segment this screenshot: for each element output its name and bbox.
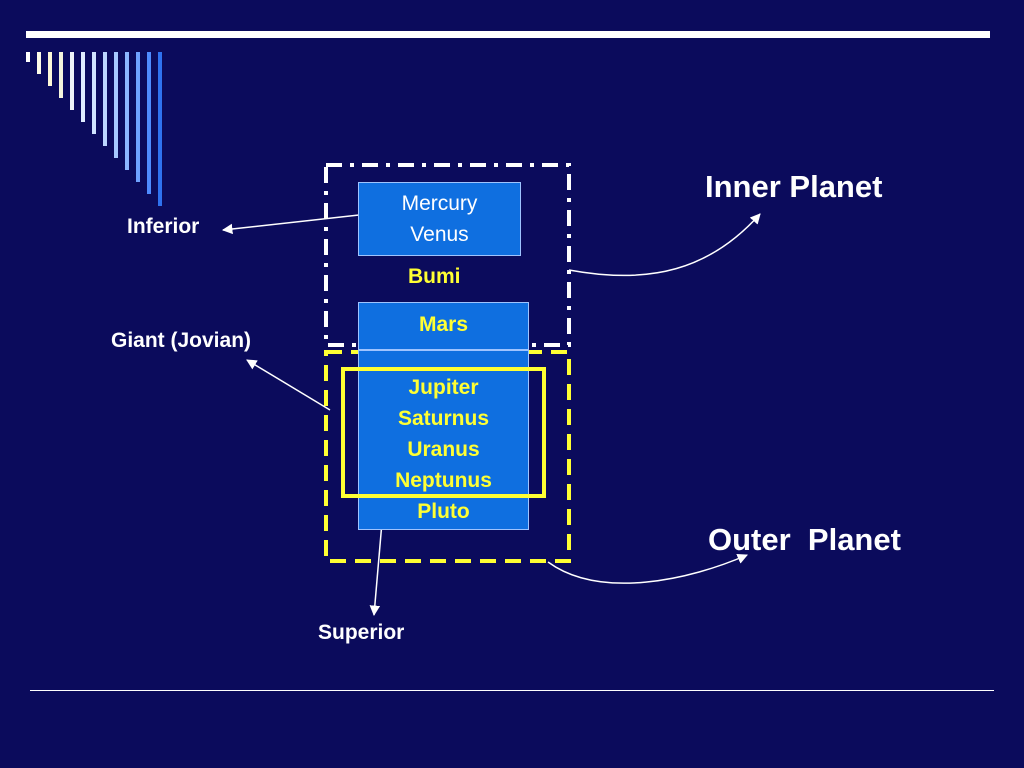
planet-pluto: Pluto — [417, 500, 470, 523]
planet-neptunus: Neptunus — [395, 469, 492, 492]
planet-mercury: Mercury — [401, 192, 478, 215]
stripe — [81, 52, 85, 122]
stripe — [103, 52, 107, 146]
inner-planet-curve — [568, 213, 761, 277]
stripe — [158, 52, 162, 206]
outer-planet-label: Outer Planet — [708, 522, 901, 557]
stripe — [125, 52, 129, 170]
planet-jupiter: Jupiter — [408, 376, 479, 399]
planet-venus: Venus — [410, 223, 469, 246]
superior-label: Superior — [318, 621, 405, 644]
bottom-rule — [30, 690, 994, 691]
stripe — [114, 52, 118, 158]
inner-planet-label: Inner Planet — [705, 169, 883, 204]
stripe — [26, 52, 30, 62]
stripe — [48, 52, 52, 86]
stripe — [59, 52, 63, 98]
stripe — [136, 52, 140, 182]
giant-label: Giant (Jovian) — [111, 329, 252, 352]
stripe — [37, 52, 41, 74]
inferior-planets-box: Mercury Venus — [358, 182, 521, 256]
planet-mars: Mars — [418, 313, 469, 336]
decorative-stripes — [26, 52, 162, 206]
inferior-arrow — [221, 213, 369, 235]
top-rule — [26, 31, 990, 38]
outer-planets-box: Jupiter Saturnus Uranus Neptunus Pluto — [358, 350, 529, 530]
inferior-label: Inferior — [127, 215, 200, 238]
stripe — [70, 52, 74, 110]
stripe — [92, 52, 96, 134]
mars-box: Mars — [358, 302, 529, 350]
stripe — [147, 52, 151, 194]
superior-arrow — [369, 521, 383, 617]
outer-planet-curve — [547, 553, 748, 584]
giant-arrow — [246, 359, 331, 411]
planet-saturnus: Saturnus — [397, 407, 489, 430]
bumi-label: Bumi — [408, 265, 461, 288]
planet-uranus: Uranus — [407, 438, 480, 461]
